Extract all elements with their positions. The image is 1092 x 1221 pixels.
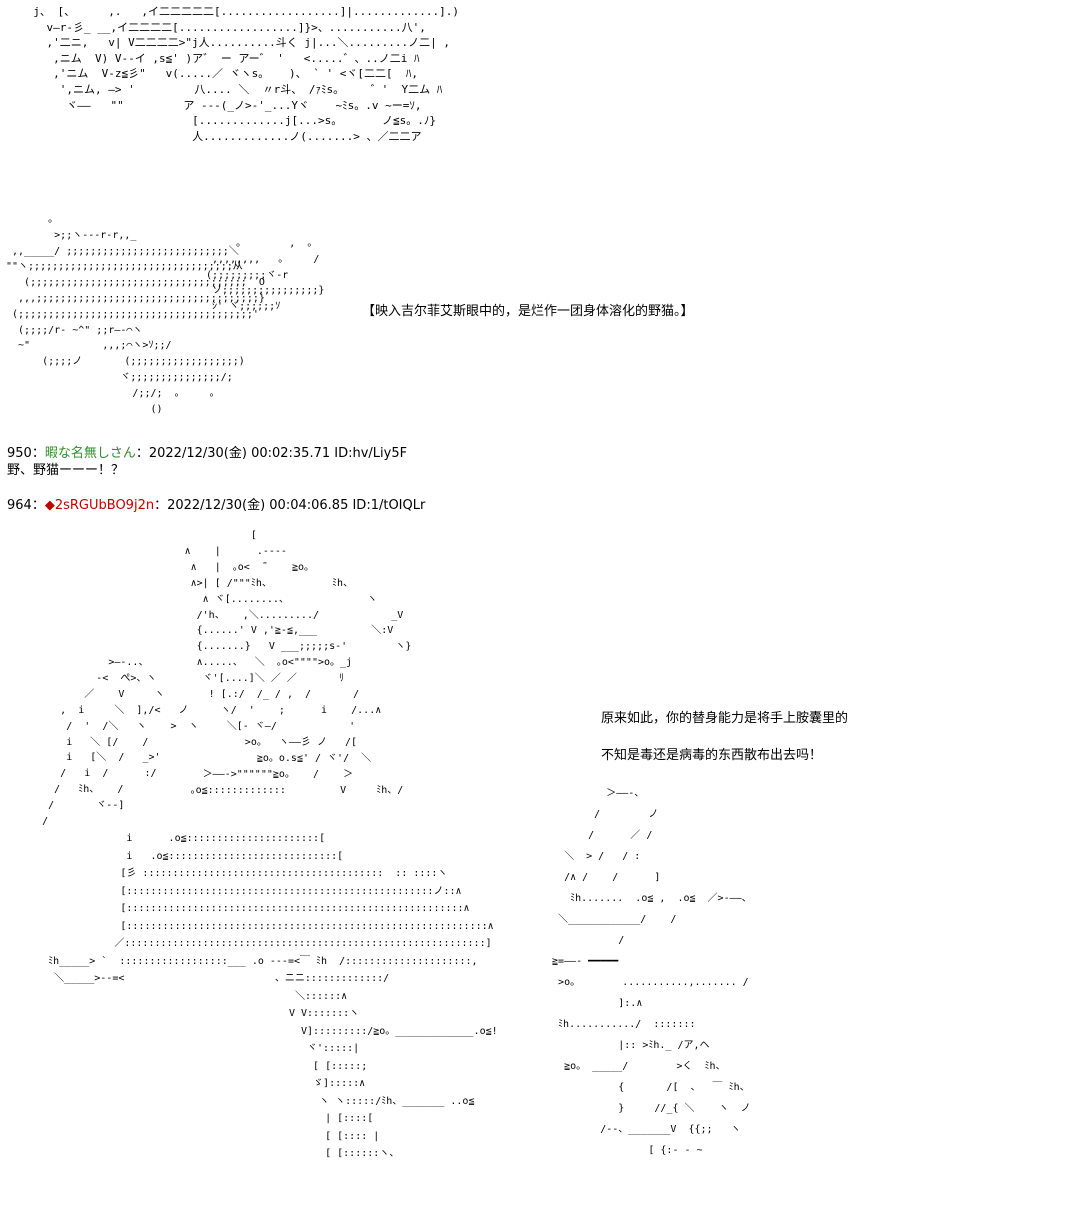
ascii-art-paw: >―‐..、 ‐< ぺ>、ヽ ／ V ヽ , i ＼ ],/< ノ / ' /＼… (42, 657, 199, 828)
trip-diamond-icon: ◆ (44, 498, 55, 513)
speech-line-1: 原来如此，你的替身能力是将手上胺囊里的 (601, 711, 849, 726)
post-date-id: ：2022/12/30(金) 00:04:06.85 ID:1/tOIQLr (154, 498, 426, 513)
ascii-art-character-head: [ ∧ | .---‐ ∧ | ｡o< ̄¨ ≧o。 ∧>| [ /"""ﾐh、… (184, 530, 412, 796)
post-header-950: 950：暇な名無しさん：2022/12/30(金) 00:02:35.71 ID… (7, 445, 407, 462)
post-separator: ： (31, 498, 45, 513)
ascii-art-right-figure: ＞――‐、 / ノ / ／ / ＼ > / / : /∧ / / ] ﾐh...… (552, 788, 752, 1156)
post-header-964: 964：◆2sRGUbBO9j2n：2022/12/30(金) 00:04:06… (7, 497, 425, 514)
poster-trip[interactable]: 2sRGUbBO9j2n (54, 498, 155, 513)
post-separator: ： (31, 446, 45, 461)
post-body-950: 野、野猫ーーー！？ (7, 463, 125, 478)
ascii-art-melted-cat-fragment: ｡ , ｡ ,,,,,,,, ｡ / (;;;;;;;;;ヾ‐r ソ;;;;;;… (206, 238, 325, 313)
post-number: 964 (7, 498, 32, 513)
poster-name[interactable]: 暇な名無しさん (44, 446, 136, 461)
ascii-art-top: j、 [、 ,. ,イ二二二二二[..................]|...… (33, 5, 459, 143)
ascii-art-character-body: i .o≦::::::::::::::::::::::[ i .o≦::::::… (48, 833, 498, 1159)
speech-line-2: 不知是毒还是病毒的东西散布出去吗！ (601, 748, 823, 763)
ascii-art-melted-cat: ｡ >;;ヽ-‐‐r‐r,,_ ,,_____/ ;;;;;;;;;;;;;;;… (6, 214, 265, 415)
post-date-id: ：2022/12/30(金) 00:02:35.71 ID:hv/Liy5F (135, 446, 408, 461)
narration-caption: 【映入吉尔菲艾斯眼中的，是烂作一团身体溶化的野猫。】 (362, 304, 694, 319)
post-number: 950 (7, 446, 32, 461)
